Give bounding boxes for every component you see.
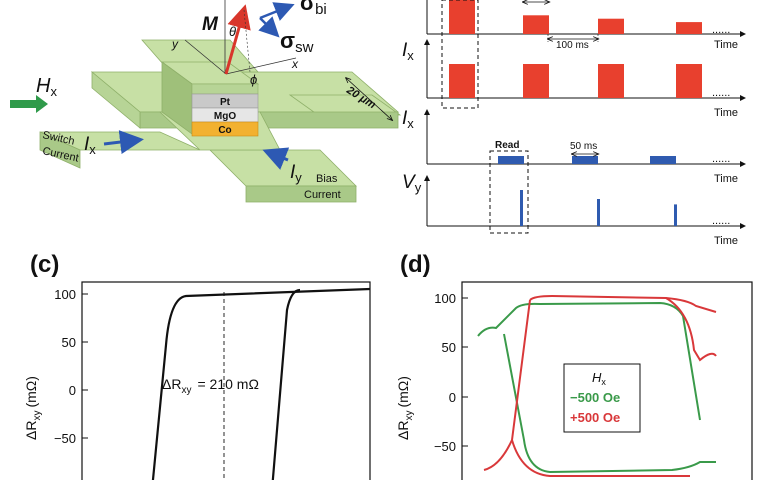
panel-d: (d) 100 50 0 −50 ΔRxy(mΩ) Hx −500 Oe +50… <box>395 251 753 480</box>
x-axis-label: x <box>291 57 299 71</box>
sigma-sw-label: σsw <box>280 28 314 56</box>
d-legend-box <box>563 363 641 433</box>
row2-pulse <box>598 64 624 98</box>
c-ticklabel-0: 0 <box>69 383 76 398</box>
row3-dots: ...... <box>712 153 730 165</box>
hx-label: Hx <box>36 75 57 99</box>
row2-dots: ...... <box>712 87 730 99</box>
d-ticklabel-100: 100 <box>434 291 456 306</box>
sigma-sw-vector <box>258 16 280 38</box>
device-illustration: Pt MgO Co y x M θ ϕ σbi σsw Hx Switch Cu… <box>10 0 402 203</box>
d-ticklabel-50: 50 <box>442 340 456 355</box>
ix-label: Ix <box>84 134 96 157</box>
theta-label: θ <box>229 24 236 39</box>
row3-ylabel: Ix <box>402 108 414 131</box>
c-ylabel: ΔRxy(mΩ) <box>23 376 43 440</box>
d-legend-entry-red: +500 Oe <box>570 410 620 425</box>
row4-spike <box>674 204 677 226</box>
timing-diagram: ...... Time 100 ms Ix ...... Time Ix Rea… <box>402 0 746 247</box>
panel-c-frame <box>81 281 371 480</box>
period-label: 100 ms <box>556 40 589 51</box>
row4-spike <box>597 199 600 226</box>
d-legend-title: Hx <box>592 370 606 387</box>
d-ylabel: ΔRxy(mΩ) <box>395 376 415 440</box>
row4-ylabel: Vy <box>402 172 422 195</box>
c-ticklabel-m50: −50 <box>54 431 76 446</box>
c-ticklabel-100: 100 <box>54 287 76 302</box>
y-axis-label: y <box>171 37 179 51</box>
row4-time-label: Time <box>714 235 738 247</box>
switch-arm-front <box>39 131 81 169</box>
d-loop-green-lower <box>503 333 716 474</box>
row2-pulse <box>676 64 702 98</box>
row3-pulse <box>498 156 524 164</box>
x-axis-line <box>225 57 297 75</box>
bias-label: Bias <box>316 173 338 185</box>
read-duration-label: 50 ms <box>570 141 597 152</box>
iy-label: Iy <box>290 162 302 185</box>
d-loop-green-upper <box>477 301 701 421</box>
layer-green <box>191 83 259 95</box>
pt-label: Pt <box>220 97 231 108</box>
dimension-line <box>346 78 392 120</box>
iy-arrow <box>262 147 290 170</box>
row2-ylabel: Ix <box>402 40 414 63</box>
m-vector <box>224 4 251 75</box>
row4-dots: ...... <box>712 215 730 227</box>
m-label: M <box>202 14 219 35</box>
row4-spikes <box>520 190 677 226</box>
d-legend-entry-green: −500 Oe <box>570 390 620 405</box>
d-loop-red-bottom <box>511 439 690 477</box>
c-ticklabel-50: 50 <box>62 335 76 350</box>
hx-arrow <box>10 95 48 113</box>
ix-arrow <box>103 130 144 155</box>
read-label: Read <box>495 140 519 151</box>
panel-c: (c) 100 50 0 −50 ΔRxy(mΩ) ΔRxy= 210 mΩ <box>23 251 371 480</box>
read-highlight-box <box>489 150 529 234</box>
d-ticklabel-m50: −50 <box>434 439 456 454</box>
row1-pulse <box>523 15 549 35</box>
c-loop-upper <box>151 287 371 480</box>
row3-pulses <box>498 156 676 164</box>
horizontal-bar-left <box>91 71 141 129</box>
row1-pulse <box>449 0 475 34</box>
row1-pulses <box>449 0 702 35</box>
row2-time-label: Time <box>714 107 738 119</box>
panel-d-label: (d) <box>400 251 431 278</box>
c-annotation: ΔRxy= 210 mΩ <box>162 376 259 396</box>
y-axis-line <box>184 39 227 75</box>
current-label-right: Current <box>304 189 341 201</box>
row1-time-label: Time <box>714 39 738 51</box>
row4-spike <box>520 190 523 226</box>
bias-arm-front <box>245 185 357 203</box>
row3-pulse <box>650 156 676 164</box>
row3-time-label: Time <box>714 173 738 185</box>
mgo-label: MgO <box>214 111 236 122</box>
row1-pulse <box>676 22 702 34</box>
c-loop-right <box>271 288 301 480</box>
panel-d-frame <box>461 281 753 480</box>
layer-co <box>191 121 259 137</box>
row1-pulse <box>598 18 624 34</box>
row1-dots: ...... <box>712 24 730 36</box>
d-ticklabel-0: 0 <box>449 390 456 405</box>
row3-pulse <box>572 156 598 164</box>
sigma-bi-vector <box>259 2 295 21</box>
row2-pulses <box>449 64 702 98</box>
phi-label: ϕ <box>250 72 257 87</box>
row2-pulse <box>523 64 549 98</box>
panel-c-label: (c) <box>30 251 59 278</box>
sigma-bi-label: σbi <box>300 0 327 18</box>
write-highlight-box <box>441 0 479 109</box>
co-label: Co <box>218 125 231 136</box>
row2-pulse <box>449 64 475 98</box>
